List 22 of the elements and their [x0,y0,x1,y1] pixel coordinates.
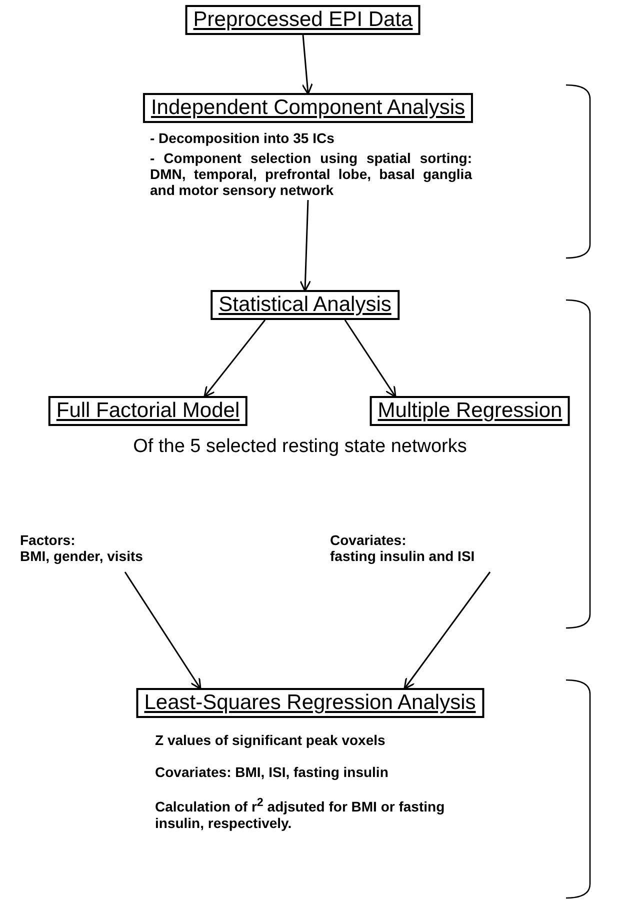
arrow [204,320,266,398]
process-box: Independent Component Analysis [142,93,474,123]
process-box: Preprocessed EPI Data [185,5,421,35]
arrow [344,320,396,398]
arrow [302,34,313,95]
process-box: Statistical Analysis [210,290,400,320]
note-text: BMI, gender, visits [20,548,144,564]
process-box: Multiple Regression [370,396,570,426]
arrow [124,572,202,690]
note-text: fasting insulin and ISI [330,548,476,564]
note-text: - Component selection using spatial sorting: DMN, temporal, prefrontal lobe, basal ganglia and motor sensory network [150,150,472,198]
note-text: Of the 5 selected resting state networks [133,436,467,458]
process-box: Least-Squares Regression Analysis [136,688,484,718]
process-box: Full Factorial Model [48,396,248,426]
arrow [404,572,491,690]
note-text: - Decomposition into 35 ICs [150,130,336,146]
note-text: Calculation of r$^{2}$ adjsuted for BMI or fasting insulin, respectively. [155,796,446,831]
arrow [300,200,312,292]
note-text: Z values of significant peak voxels [155,732,386,748]
note-text: Factors: [20,532,76,548]
note-text: Covariates: BMI, ISI, fasting insulin [155,764,390,780]
note-text: Covariates: [330,532,408,548]
